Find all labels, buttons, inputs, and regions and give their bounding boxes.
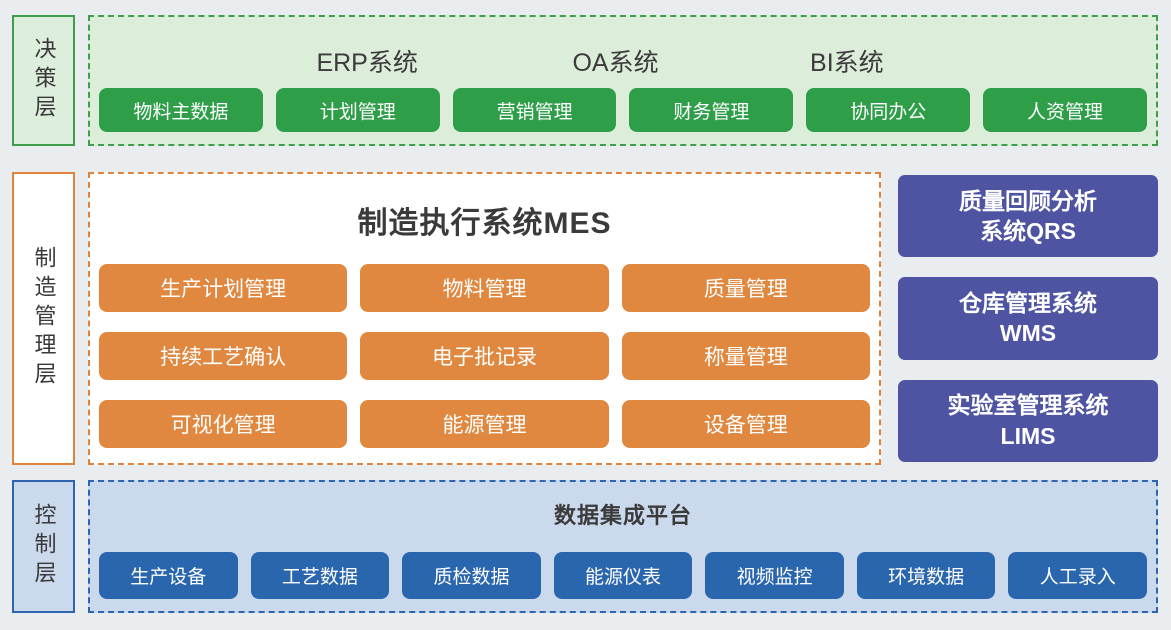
wms-system-line2: WMS <box>999 320 1057 347</box>
mes-title: 制造执行系统MES <box>357 207 612 240</box>
source-energy-meters: 能源仪表 <box>553 552 693 599</box>
decision-layer-panel: ERP系统 OA系统 BI系统 物料主数据 计划管理 营销管理 财务管理 协同办… <box>88 15 1158 146</box>
manufacturing-layer: 制造管理层 制造执行系统MES 生产计划管理 物料管理 质量管理 持续工艺确认 … <box>12 172 1158 465</box>
data-integration-platform-title: 数据集成平台 <box>553 503 692 528</box>
data-sources-row: 生产设备 工艺数据 质检数据 能源仪表 视频监控 环境数据 人工录入 <box>99 552 1148 599</box>
wms-system-line1: 仓库管理系统 <box>959 290 1097 317</box>
mes-panel: 制造执行系统MES 生产计划管理 物料管理 质量管理 持续工艺确认 电子批记录 … <box>88 172 881 465</box>
lims-system-line1: 实验室管理系统 <box>947 392 1109 419</box>
module-continuous-process-verification: 持续工艺确认 <box>99 332 348 380</box>
source-production-equipment: 生产设备 <box>99 552 238 599</box>
module-electronic-batch-record: 电子批记录 <box>360 332 609 380</box>
module-visualization-management: 可视化管理 <box>99 400 348 448</box>
side-systems-column: 质量回顾分析 系统QRS 仓库管理系统 WMS 实验室管理系统 LIMS <box>898 172 1158 465</box>
qrs-system-line1: 质量回顾分析 <box>959 187 1097 214</box>
module-marketing-management: 营销管理 <box>452 88 617 132</box>
bi-system-header: BI系统 <box>810 49 884 77</box>
module-material-management: 物料管理 <box>360 264 609 312</box>
module-production-plan-management: 生产计划管理 <box>99 264 348 312</box>
control-layer-label: 控制层 <box>12 480 75 613</box>
module-energy-management: 能源管理 <box>360 400 609 448</box>
oa-system-header: OA系统 <box>572 49 659 77</box>
manufacturing-layer-content: 制造执行系统MES 生产计划管理 物料管理 质量管理 持续工艺确认 电子批记录 … <box>88 172 1158 465</box>
control-layer-panel: 数据集成平台 生产设备 工艺数据 质检数据 能源仪表 视频监控 环境数据 人工录… <box>88 480 1158 613</box>
source-environment-data: 环境数据 <box>856 552 996 599</box>
system-headers-row: ERP系统 OA系统 BI系统 <box>90 17 1156 89</box>
source-video-surveillance: 视频监控 <box>705 552 844 599</box>
qrs-system-line2: 系统QRS <box>980 218 1076 245</box>
erp-system-header: ERP系统 <box>316 49 418 77</box>
decision-layer: 决策层 ERP系统 OA系统 BI系统 物料主数据 计划管理 营销管理 财务管理… <box>12 15 1158 146</box>
module-finance-management: 财务管理 <box>629 88 794 132</box>
decision-modules-row: 物料主数据 计划管理 营销管理 财务管理 协同办公 人资管理 <box>99 88 1147 132</box>
decision-layer-label: 决策层 <box>12 15 75 146</box>
source-quality-inspection-data: 质检数据 <box>402 552 541 599</box>
wms-system-box: 仓库管理系统 WMS <box>898 277 1158 360</box>
mes-modules-grid: 生产计划管理 物料管理 质量管理 持续工艺确认 电子批记录 称量管理 可视化管理… <box>99 264 870 448</box>
manufacturing-layer-label: 制造管理层 <box>12 172 75 465</box>
module-collaborative-office: 协同办公 <box>806 88 971 132</box>
source-manual-entry: 人工录入 <box>1008 552 1148 599</box>
module-weighing-management: 称量管理 <box>621 332 870 380</box>
lims-system-line2: LIMS <box>1000 422 1056 449</box>
module-hr-management: 人资管理 <box>983 88 1147 132</box>
module-quality-management: 质量管理 <box>621 264 870 312</box>
control-layer: 控制层 数据集成平台 生产设备 工艺数据 质检数据 能源仪表 视频监控 环境数据… <box>12 480 1158 613</box>
module-material-master-data: 物料主数据 <box>99 88 263 132</box>
module-equipment-management: 设备管理 <box>621 400 870 448</box>
lims-system-box: 实验室管理系统 LIMS <box>898 379 1158 462</box>
source-process-data: 工艺数据 <box>250 552 390 599</box>
module-plan-management: 计划管理 <box>275 88 440 132</box>
qrs-system-box: 质量回顾分析 系统QRS <box>898 175 1158 258</box>
